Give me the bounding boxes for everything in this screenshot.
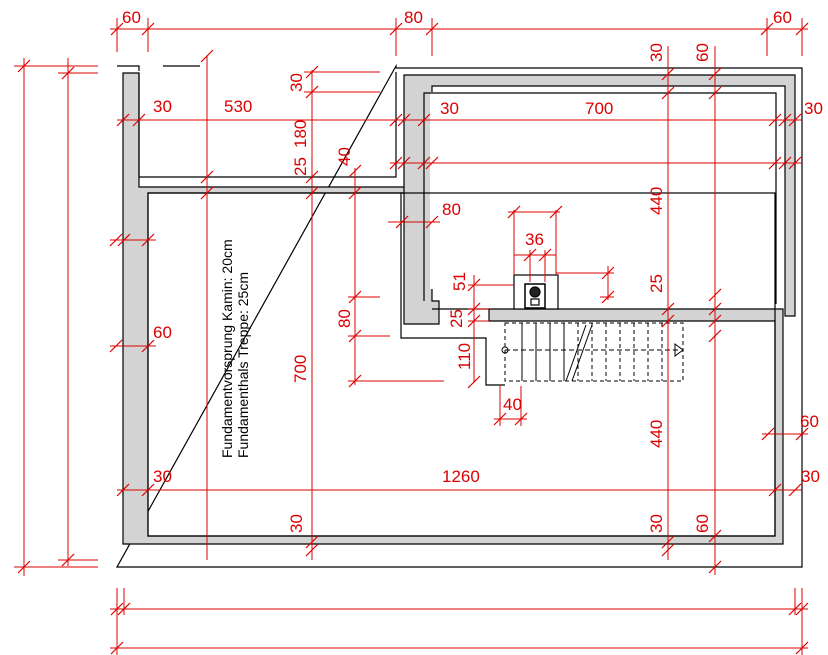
dim-label: 40	[503, 395, 522, 414]
stair-break-line	[571, 324, 593, 382]
dim-label: 30	[647, 514, 666, 533]
left-room-inner-line	[147, 192, 776, 537]
dim-label: 30	[647, 43, 666, 62]
stair-outline	[504, 322, 684, 382]
dim-label: 30	[440, 99, 459, 118]
dim-label: 110	[455, 343, 474, 370]
dim-label: 25	[647, 274, 666, 293]
staircase	[501, 322, 684, 382]
dim-label: 30	[801, 467, 820, 486]
dim-label: 440	[647, 420, 666, 448]
stair-start-icon	[501, 346, 509, 354]
chimney-flue-icon	[529, 286, 541, 298]
dim-label: 30	[153, 97, 172, 116]
dimension-lines	[14, 18, 809, 655]
dim-label: 30	[153, 467, 172, 486]
dim-label: 700	[291, 355, 310, 383]
stair-opening-line	[400, 193, 505, 386]
dim-label: 36	[525, 230, 544, 249]
dim-label: 60	[693, 43, 712, 62]
dim-label: 25	[291, 157, 310, 176]
note-chimney-foundation: Fundamentvorsprung Kamin: 20cm	[219, 239, 235, 458]
dim-label: 80	[404, 8, 423, 27]
dim-label: 25	[447, 309, 466, 328]
dim-label: 51	[450, 272, 469, 291]
stair-break-line	[565, 324, 587, 382]
dim-label: 60	[122, 8, 141, 27]
dim-label: 700	[585, 99, 613, 118]
dim-label: 60	[800, 412, 819, 431]
foundation-notes: Fundamentvorsprung Kamin: 20cm Fundament…	[219, 239, 251, 458]
dim-label: 1260	[442, 467, 480, 486]
dim-label: 30	[287, 73, 306, 92]
stair-arrow-icon	[674, 343, 684, 357]
dim-label: 80	[442, 200, 461, 219]
right-room-inner-line	[423, 92, 777, 304]
left-notch-line	[138, 72, 397, 178]
dim-label: 180	[291, 120, 310, 148]
dim-label: 60	[693, 514, 712, 533]
walls	[115, 63, 803, 568]
chimney-door-icon	[530, 298, 540, 306]
dim-label: 40	[335, 147, 354, 166]
dim-label: 530	[224, 97, 252, 116]
note-stair-foundation: Fundamenthals Treppe: 25cm	[235, 272, 251, 458]
right-room-wall	[403, 74, 796, 325]
right-room-inner	[424, 92, 775, 305]
dim-label: 80	[335, 309, 354, 328]
dim-label: 440	[647, 187, 666, 215]
dimension-labels: 60 80 60 30 530 30 700 30 30 180 25 40 3…	[122, 8, 823, 533]
dim-label: 30	[287, 514, 306, 533]
dim-label: 30	[804, 99, 823, 118]
dim-label: 60	[773, 8, 792, 27]
dim-ticks	[17, 22, 809, 655]
dim-label: 60	[153, 323, 172, 342]
